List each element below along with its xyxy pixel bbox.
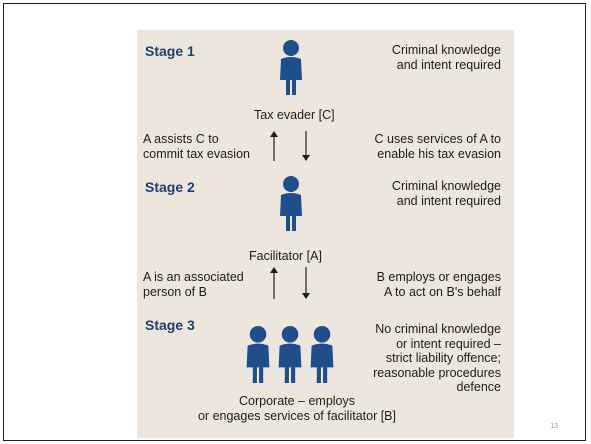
stage-3-requirement-line: or intent required – [396,336,501,351]
stage-1-requirement: Criminal knowledge and intent required [392,43,501,73]
corporate-person-icon [310,326,334,383]
corporate-label: Corporate – employs or engages services … [177,394,417,424]
transition-1-left-line: A assists C to [143,132,219,146]
transition-2-left-line: person of B [143,285,207,299]
stage-2-requirement: Criminal knowledge and intent required [392,179,501,209]
corporate-label-line: or engages services of facilitator [B] [197,409,396,423]
transition-1-right-text: C uses services of A to enable his tax e… [375,132,501,162]
arrow-down-icon [302,131,310,161]
arrow-up-icon [270,131,278,161]
stage-3-label: Stage 3 [145,317,195,333]
stage-1-requirement-line: Criminal knowledge [391,43,501,57]
transition-2-left-text: A is an associated person of B [143,270,244,300]
transition-1-left-text: A assists C to commit tax evasion [143,132,250,162]
facilitator-label: Facilitator [A] [249,249,322,263]
stage-3-requirement-line: No criminal knowledge [375,322,501,336]
stage-2-requirement-line: and intent required [396,194,501,208]
tax-evader-person-icon [280,40,302,95]
stage-2-label: Stage 2 [145,179,195,195]
facilitator-person-icon [280,176,302,231]
corporate-label-line: Corporate – employs [238,394,356,408]
stage-1-label: Stage 1 [145,43,195,59]
transition-1-left-line: commit tax evasion [143,147,250,161]
corporate-person-icon [278,326,302,383]
stage-3-requirement-line: defence [456,380,501,394]
page-number: 13 [550,423,558,430]
arrow-up-icon [270,267,278,299]
diagram-panel: Stage 1 Criminal knowledge and intent re… [137,30,514,438]
stage-3-requirement-line: strict liability offence; [385,351,501,365]
transition-2-right-text: B employs or engages A to act on B's beh… [377,270,501,300]
transition-2-right-line: B employs or engages [376,270,501,284]
stage-3-requirement-line: reasonable procedures [373,365,501,380]
tax-evader-label: Tax evader [C] [254,108,335,122]
corporate-person-icon [246,326,270,383]
arrow-down-icon [302,267,310,299]
stage-2-requirement-line: Criminal knowledge [391,179,501,193]
transition-2-left-line: A is an associated [143,270,244,284]
stage-1-requirement-line: and intent required [396,58,501,72]
transition-1-right-line: enable his tax evasion [377,147,501,161]
stage-3-requirement: No criminal knowledge or intent required… [373,322,501,395]
transition-2-right-line: A to act on B's behalf [383,285,501,299]
transition-1-right-line: C uses services of A to [374,132,501,146]
